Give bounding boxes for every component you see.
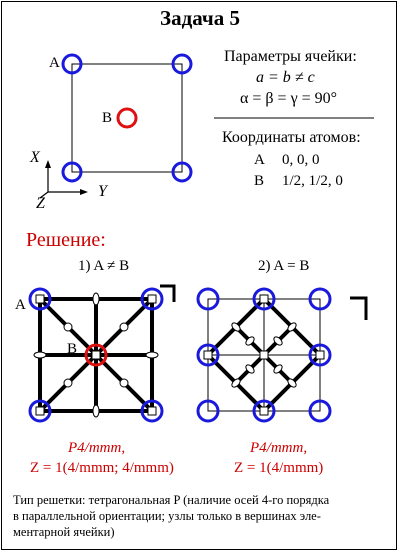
- case1-group: P4/mmm,: [68, 440, 126, 456]
- atom-a-label: A: [49, 55, 60, 71]
- cell-params-line1: a = b ≠ c: [256, 69, 315, 86]
- atom-a-circle: [61, 161, 83, 183]
- case2-z: Z = 1(4/mmm): [234, 460, 324, 476]
- atom-a-circle: [171, 53, 193, 75]
- atom-b-label: B: [102, 110, 113, 126]
- case1-diagram: [28, 284, 176, 423]
- coord-a-label: A: [254, 152, 265, 168]
- footer-line3: ментарной ячейки): [13, 525, 115, 539]
- case1-atom-a-label: A: [15, 297, 26, 313]
- atom-a-circle: [171, 161, 193, 183]
- atom-b-circle: [116, 107, 138, 129]
- coord-b-label: B: [254, 173, 265, 189]
- case1-z: Z = 1(4/mmm; 4/mmm): [30, 460, 174, 476]
- cell-outline: [71, 63, 183, 173]
- case2-group: P4/mmm,: [250, 440, 308, 456]
- atom-a-circle: [61, 53, 83, 75]
- coords-heading: Координаты атомов:: [222, 129, 361, 146]
- case1-atom-b-label: B: [67, 341, 78, 357]
- cell-params-heading: Параметры ячейки:: [224, 48, 357, 65]
- axis-y-label: Y: [98, 183, 107, 200]
- footer-line1: Тип решетки: тетрагональная P (наличие о…: [13, 493, 330, 507]
- axis-x-label: X: [30, 149, 40, 166]
- coord-a-values: 0, 0, 0: [282, 152, 320, 168]
- case1-label: 1) A ≠ B: [78, 258, 130, 274]
- case2-label: 2) A = B: [258, 258, 310, 274]
- axis-z-label: Z: [36, 195, 45, 212]
- page-title: Задача 5: [160, 6, 240, 30]
- case2-diagram: [196, 287, 368, 423]
- top-unit-cell: [61, 53, 193, 183]
- axes-indicator: [39, 160, 88, 199]
- cell-params-line2: α = β = γ = 90°: [240, 90, 338, 107]
- footer-line2: в параллельной ориентации; узлы только в…: [13, 509, 321, 523]
- solution-heading: Решение:: [26, 229, 106, 251]
- coord-b-values: 1/2, 1/2, 0: [282, 173, 343, 189]
